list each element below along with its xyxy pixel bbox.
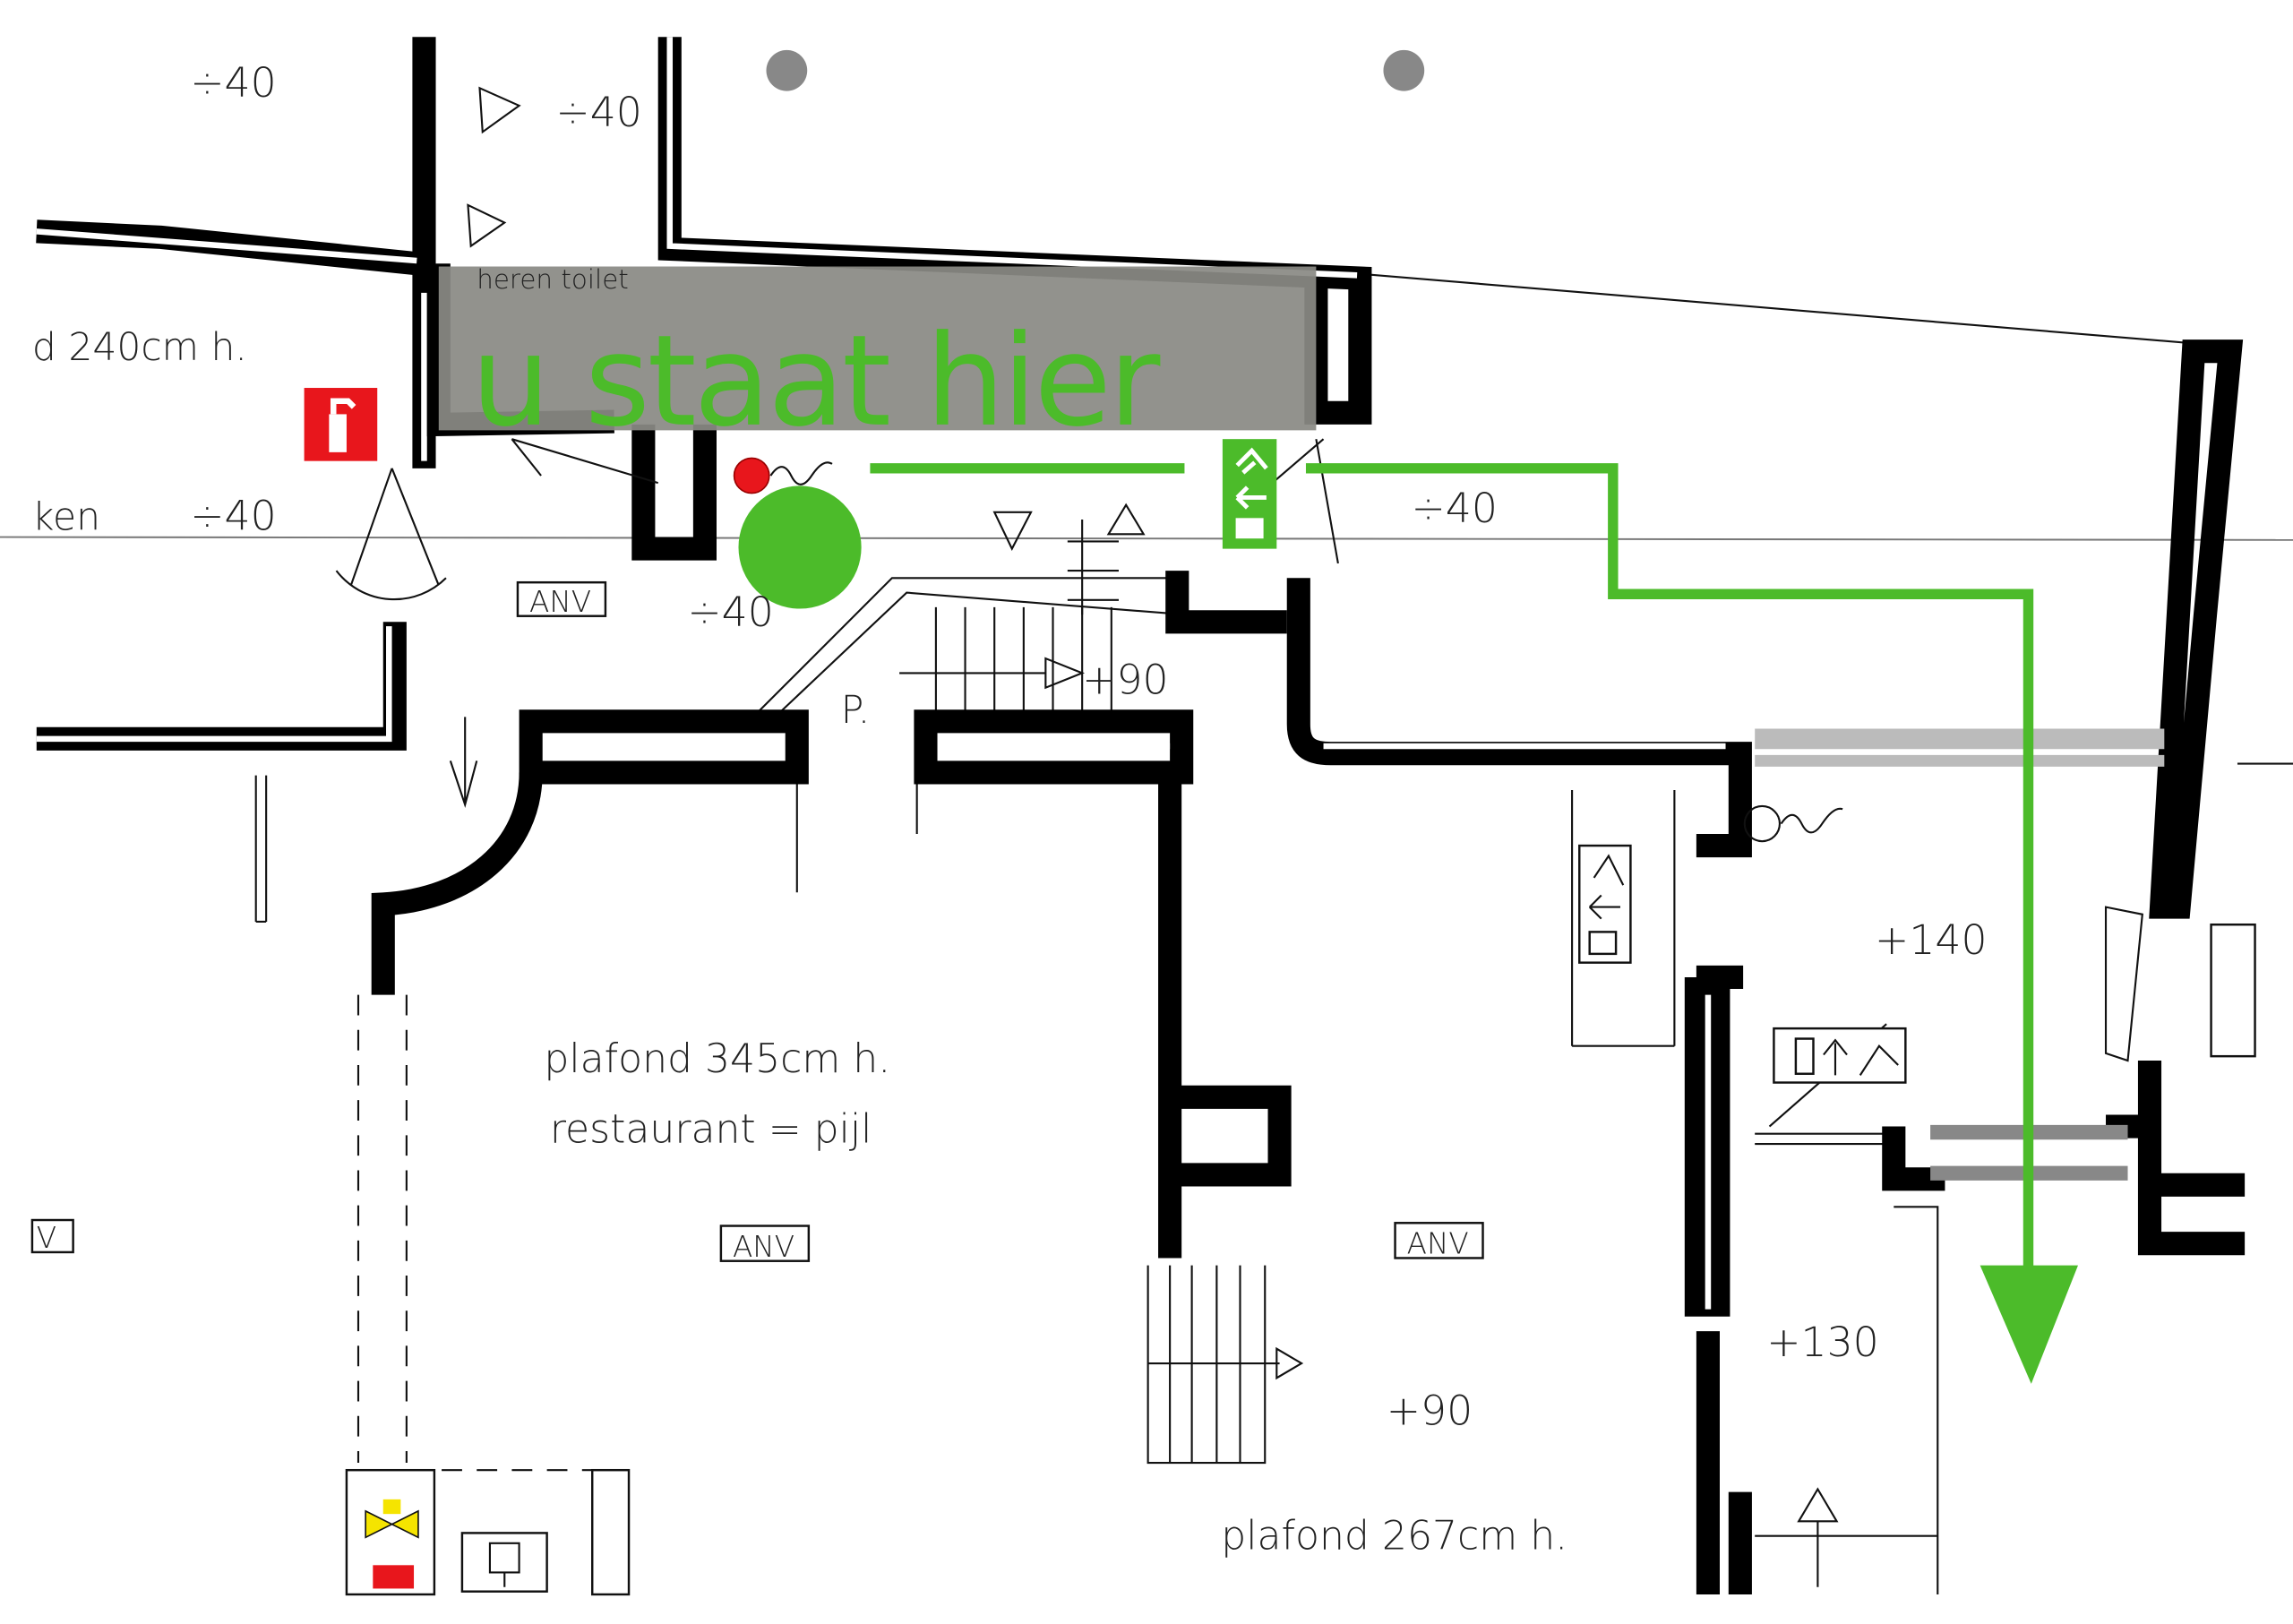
- level-label: ÷40: [1412, 485, 1498, 532]
- anv-box: [516, 580, 607, 617]
- emergency-exit-sign-icon: [1773, 1027, 1907, 1084]
- level-label: ÷40: [190, 59, 276, 107]
- you-are-here-title: u staat hier: [471, 309, 1161, 455]
- emergency-exit-sign-icon: [2210, 923, 2256, 1058]
- electric-panel-icon: [373, 1565, 415, 1589]
- level-label: ÷40: [687, 589, 773, 636]
- room-label-left: ken: [32, 495, 100, 539]
- anv-box: [1394, 1222, 1484, 1259]
- anv-label: ANV: [529, 585, 591, 619]
- ceiling-height-right: plafond 267cm h.: [1221, 1513, 1567, 1559]
- platform-label: P.: [841, 689, 870, 733]
- punch-hole: [1383, 49, 1425, 91]
- punch-hole: [766, 49, 808, 91]
- restaurant-note: restaurant = pijl: [550, 1106, 872, 1152]
- level-label: +90: [1082, 656, 1168, 703]
- staircase: [449, 503, 1839, 1587]
- level-label: +90: [1387, 1388, 1473, 1435]
- walls: [36, 37, 2246, 1594]
- anv-label: ANV: [733, 1230, 794, 1264]
- level-label: +130: [1766, 1319, 1879, 1366]
- alarm-signal-icon: [769, 461, 833, 485]
- door-sign-icon: [467, 86, 521, 248]
- alarm-icon: [733, 457, 770, 494]
- emergency-exit-sign-icon: [1222, 439, 1277, 549]
- anv-box: [719, 1224, 811, 1262]
- level-label: ÷40: [555, 89, 641, 136]
- fire-extinguisher-icon: [304, 388, 378, 461]
- level-label: ÷40: [190, 492, 276, 539]
- room-label-heren-toilet: heren toilet: [477, 264, 629, 295]
- you-are-here-marker-icon: [738, 485, 862, 609]
- anv-label: V: [37, 1221, 56, 1255]
- level-label: +140: [1875, 916, 1988, 964]
- drain-icon: [460, 1532, 548, 1593]
- gas-valve-icon: [365, 1499, 419, 1539]
- construction-lines: [0, 272, 2293, 1596]
- alarm-icon: [1743, 804, 1843, 843]
- anv-box: [30, 1218, 74, 1254]
- emergency-exit-sign-icon: [1578, 844, 1632, 964]
- escape-route: [870, 463, 2078, 1384]
- anv-label: ANV: [1407, 1227, 1469, 1261]
- you-are-here-banner: [438, 266, 1317, 431]
- door-swings: [335, 438, 1339, 601]
- ceiling-height-restaurant: plafond 345cm h.: [544, 1036, 890, 1082]
- ceiling-height-left: d 240cm h.: [32, 326, 247, 370]
